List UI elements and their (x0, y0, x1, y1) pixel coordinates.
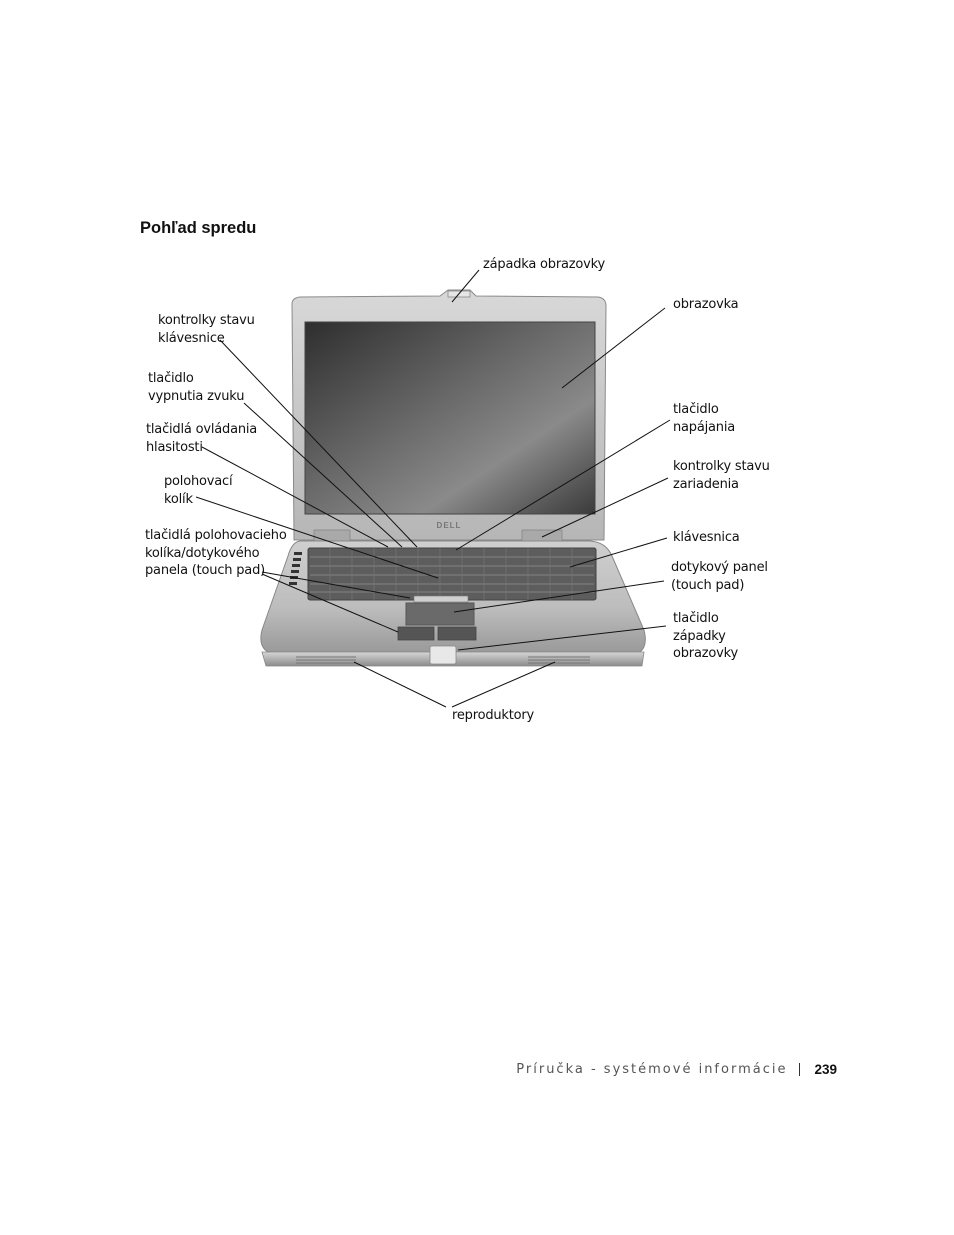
label-speakers: reproduktory (452, 708, 535, 723)
display-lid: DELL (291, 289, 607, 543)
touch-pad (405, 602, 475, 626)
footer-separator (799, 1063, 801, 1076)
label-display: obrazovka (673, 297, 739, 312)
section-heading: Pohľad spredu (140, 219, 257, 237)
label-power-button: tlačidlo napájania (673, 402, 736, 435)
dell-logo: DELL (437, 521, 462, 530)
laptop-base (260, 540, 646, 667)
label-device-status-lights: kontrolky stavu zariadenia (673, 459, 770, 492)
label-track-stick-touchpad-buttons: tlačidlá polohovacieho kolíka/dotykového… (145, 528, 287, 578)
label-touch-pad: dotykový panel (touch pad) (671, 560, 768, 593)
display-latch-button (429, 645, 457, 665)
label-volume-buttons: tlačidlá ovládania hlasitosti (146, 422, 258, 455)
page-footer: Príručka - systémové informácie 239 (516, 1062, 837, 1077)
label-keyboard: klávesnica (673, 530, 740, 545)
callout-lines (195, 269, 671, 708)
label-display-latch: západka obrazovky (483, 257, 606, 272)
page-number: 239 (814, 1062, 837, 1077)
display-screen (304, 321, 596, 515)
label-display-latch-button: tlačidlo západky obrazovky (673, 611, 738, 661)
label-track-stick: polohovací kolík (164, 474, 233, 507)
label-mute-button: tlačidlo vypnutia zvuku (148, 371, 245, 404)
footer-title: Príručka - systémové informácie (516, 1062, 788, 1077)
label-keyboard-status-lights: kontrolky stavu klávesnice (158, 313, 255, 346)
